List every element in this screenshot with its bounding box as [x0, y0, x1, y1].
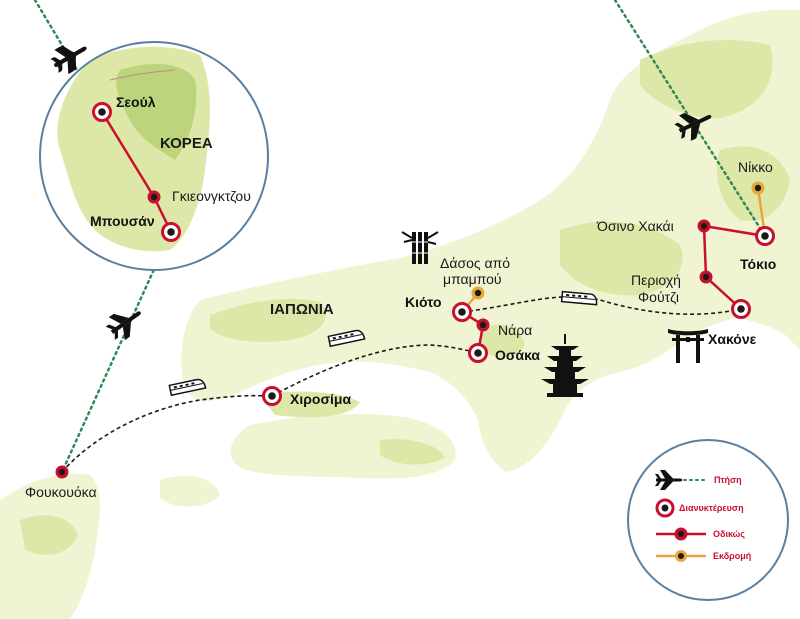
- place-label-hakone: Χακόνε: [708, 331, 757, 347]
- train-icon: [560, 290, 598, 306]
- marker-fukuoka: [55, 465, 69, 479]
- korea-border: [109, 69, 176, 81]
- airplane-icon: [105, 311, 141, 341]
- marker-seoul: [92, 102, 112, 122]
- bamboo-icon: [401, 231, 439, 264]
- airplane-icon: [674, 113, 712, 141]
- country-label-japan: ΙΑΠΩΝΙΑ: [270, 301, 334, 318]
- place-label-kyoto: Κιότο: [405, 294, 442, 310]
- marker-osaka: [468, 343, 488, 363]
- place-label-tokyo: Τόκιο: [740, 256, 776, 272]
- place-label-bamboo-forest-line2: μπαμπού: [443, 271, 502, 287]
- korea-inset-border: [39, 41, 269, 271]
- airplane-icon: [50, 45, 87, 75]
- legend-flight-label: Πτήση: [714, 475, 742, 485]
- marker-oshino: [697, 219, 711, 233]
- place-label-nara: Νάρα: [498, 322, 532, 338]
- place-label-hiroshima: Χιροσίμα: [290, 391, 351, 407]
- korea-highland: [116, 64, 197, 160]
- marker-bamboo: [471, 286, 485, 300]
- place-label-bamboo-forest-line1: Δάσος από: [440, 255, 510, 271]
- marker-nara: [476, 318, 490, 332]
- train-route-kyoto-hakone: [461, 295, 742, 315]
- marker-hiroshima: [262, 386, 282, 406]
- marker-busan: [161, 222, 181, 242]
- flight-route-busan-fukuoka: [60, 230, 173, 474]
- place-label-gyeongju: Γκιεονγκτζου: [172, 188, 251, 204]
- place-label-seoul: Σεούλ: [116, 94, 156, 110]
- legend-flight-icon: [655, 470, 683, 490]
- marker-gyeongju: [147, 190, 161, 204]
- train-icon: [327, 329, 366, 348]
- legend-road-label: Οδικώς: [713, 529, 745, 539]
- legend-overnight-label: Διανυκτέρευση: [679, 503, 744, 513]
- place-label-oshino-hakkai: Όσινο Χακάι: [596, 218, 674, 234]
- place-label-nikko: Νίκκο: [738, 159, 773, 175]
- marker-fuji: [699, 270, 713, 284]
- road-route-hakone-fuji-oshino-tokyo: [702, 224, 766, 310]
- place-label-busan: Μπουσάν: [90, 213, 155, 229]
- train-route-fukuoka-hiroshima: [61, 394, 273, 473]
- marker-nikko: [751, 181, 765, 195]
- marker-hakone: [731, 299, 751, 319]
- torii-gate-icon: [668, 329, 708, 363]
- place-label-fukuoka: Φουκουόκα: [25, 484, 97, 500]
- legend-overnight-icon: [655, 498, 675, 518]
- west-island: [160, 475, 220, 507]
- legend-excursion-label: Εκδρομή: [713, 551, 751, 561]
- train-route-hiroshima-osaka: [271, 344, 479, 397]
- train-icon: [168, 378, 207, 397]
- place-label-fuji-line1: Περιοχή: [631, 272, 681, 288]
- legend-circle: [627, 439, 789, 601]
- country-label-korea: ΚΟΡΕΑ: [160, 135, 213, 152]
- marker-tokyo: [755, 226, 775, 246]
- honshu-land: [181, 9, 800, 472]
- pagoda-icon: [541, 334, 589, 397]
- place-label-fuji-line2: Φούτζι: [638, 289, 679, 305]
- place-markers: [55, 102, 775, 479]
- japan-highlands: [20, 40, 790, 555]
- korea-inset: [39, 41, 269, 271]
- place-label-osaka: Οσάκα: [495, 347, 540, 363]
- marker-kyoto: [452, 302, 472, 322]
- map-legend: Πτήση Διανυκτέρευση Οδικώς Εκδρομή: [627, 439, 789, 601]
